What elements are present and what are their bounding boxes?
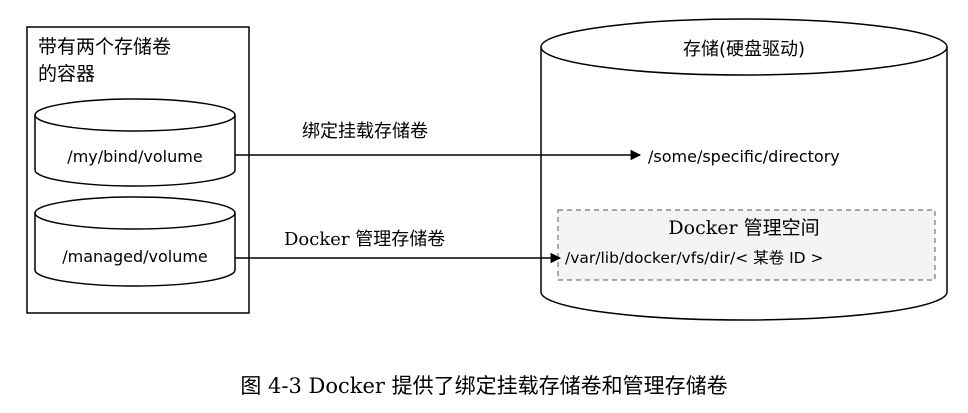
container-title-line2: 的容器: [38, 63, 95, 85]
container-title-line1: 带有两个存储卷: [38, 36, 171, 58]
storage-title: 存储(硬盘驱动): [683, 39, 805, 60]
bind-volume-path: /my/bind/volume: [67, 147, 202, 166]
figure-caption: 图 4-3 Docker 提供了绑定挂载存储卷和管理存储卷: [240, 374, 727, 398]
managed-arrow-label: Docker 管理存储卷: [284, 229, 445, 250]
docker-area-title: Docker 管理空间: [668, 217, 819, 239]
managed-volume-cylinder: /managed/volume: [34, 196, 236, 287]
bind-volume-cylinder: /my/bind/volume: [34, 98, 236, 187]
managed-volume-path: /managed/volume: [62, 247, 208, 266]
bind-arrow-label: 绑定挂载存储卷: [302, 121, 428, 142]
docker-area-path: /var/lib/docker/vfs/dir/< 某卷 ID >: [565, 249, 824, 267]
docker-managed-area: Docker 管理空间 /var/lib/docker/vfs/dir/< 某卷…: [557, 209, 936, 281]
bind-mount-arrow: 绑定挂载存储卷: [235, 121, 642, 161]
managed-volume-arrow: Docker 管理存储卷: [235, 229, 562, 264]
bind-target-path: /some/specific/directory: [648, 147, 840, 166]
